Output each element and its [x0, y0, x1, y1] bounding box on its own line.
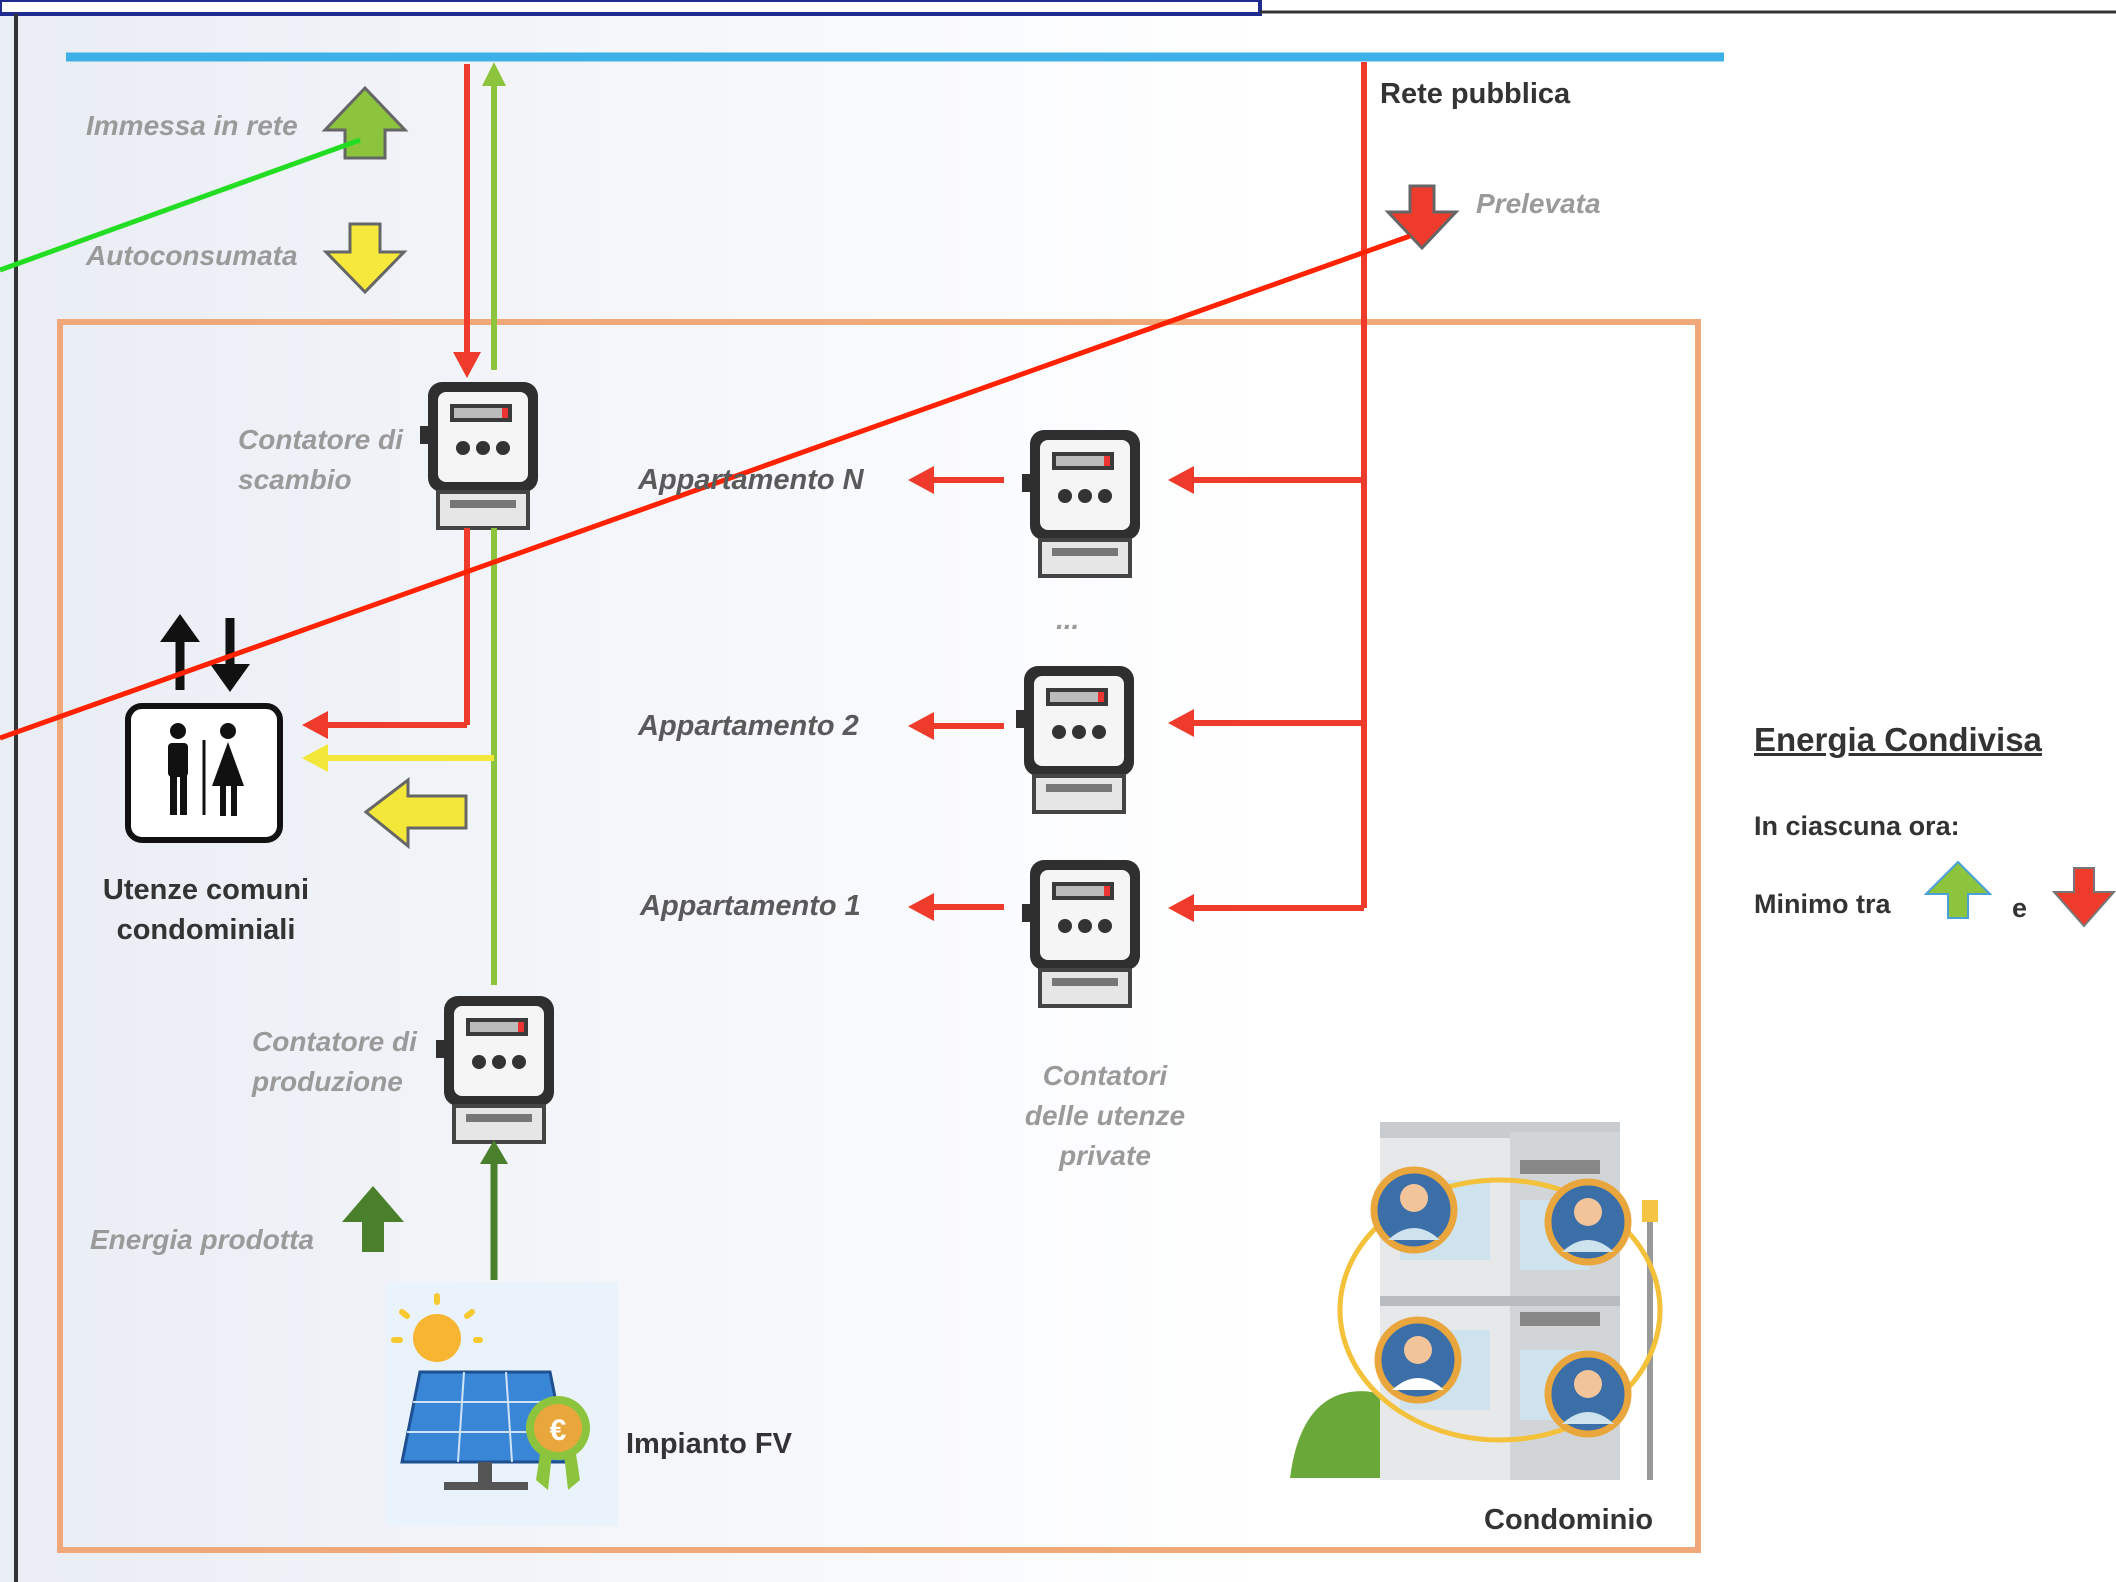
arrow-to-grid [482, 62, 506, 86]
withdrawn-arrow-icon [1384, 184, 1460, 251]
label-energia-prodotta: Energia prodotta [90, 1224, 315, 1255]
arrow-into-exchange-meter [453, 352, 481, 378]
solar-panel-icon: € [386, 1282, 618, 1526]
svg-text:€: € [550, 1414, 567, 1447]
window-title-bar [0, 0, 1262, 16]
label-appartamento-n: Appartamento N [638, 464, 864, 496]
arrow-apt-n-meter [1168, 466, 1194, 494]
restroom-icon [125, 703, 283, 843]
arrow-apt-2 [908, 712, 934, 740]
production-meter-icon [434, 994, 556, 1144]
euro-badge-icon: € [526, 1396, 590, 1490]
building-icon [1290, 1122, 1663, 1480]
building-boundary [57, 319, 1701, 1553]
arrow-produced [480, 1140, 508, 1164]
legend-line2-mid: e [2012, 893, 2028, 923]
arrow-apt-n [908, 466, 934, 494]
label-contatore-scambio-2: scambio [238, 464, 352, 495]
legend-fed-in-arrow-icon [1923, 860, 1993, 919]
label-autoconsumata: Autoconsumata [86, 240, 298, 271]
legend-line1: In ciascuna ora: [1754, 811, 1960, 841]
label-impianto-fv: Impianto FV [626, 1428, 792, 1460]
bidirectional-arrows-icon [160, 614, 250, 692]
label-immessa: Immessa in rete [86, 110, 298, 141]
produced-arrow-icon [342, 1186, 404, 1252]
label-contatori-private-3: private [1059, 1140, 1151, 1171]
label-appartamento-1: Appartamento 1 [640, 890, 861, 922]
arrow-self-consumed [302, 744, 328, 772]
label-contatori-private-1: Contatori [1042, 1060, 1168, 1091]
label-utenze-comuni-2: condominiali [116, 914, 296, 946]
label-contatore-produzione-2: produzione [252, 1066, 403, 1097]
label-prelevata: Prelevata [1476, 188, 1601, 219]
label-dots: ... [1056, 604, 1080, 635]
apt-1-meter-icon [1020, 858, 1142, 1008]
self-consumed-arrow-icon [322, 222, 408, 295]
label-contatore-scambio-1: Contatore di [238, 424, 403, 455]
overlay-red-line [0, 233, 1411, 741]
label-condominio: Condominio [1484, 1504, 1654, 1536]
arrow-apt-1 [908, 893, 934, 921]
sun-icon [391, 1293, 483, 1362]
arrow-apt-2-meter [1168, 709, 1194, 737]
fed-in-arrow-icon [321, 85, 409, 160]
self-consumption-arrow-icon [363, 776, 468, 850]
label-appartamento-2: Appartamento 2 [638, 710, 859, 742]
legend-line2-prefix: Minimo tra [1754, 889, 1891, 919]
arrow-apt-1-meter [1168, 894, 1194, 922]
exchange-meter-icon [418, 380, 540, 530]
apt-2-meter-icon [1014, 664, 1136, 814]
apt-n-meter-icon [1020, 428, 1142, 578]
legend-withdrawn-arrow-icon [2051, 867, 2116, 928]
legend-title: Energia Condivisa [1754, 721, 2042, 758]
overlay-green-line [0, 137, 361, 273]
label-utenze-comuni-1: Utenze comuni [102, 874, 310, 906]
arrow-into-common [302, 711, 328, 739]
label-contatori-private-2: delle utenze [1024, 1100, 1186, 1131]
label-rete-pubblica: Rete pubblica [1380, 78, 1571, 110]
label-contatore-produzione-1: Contatore di [252, 1026, 417, 1057]
